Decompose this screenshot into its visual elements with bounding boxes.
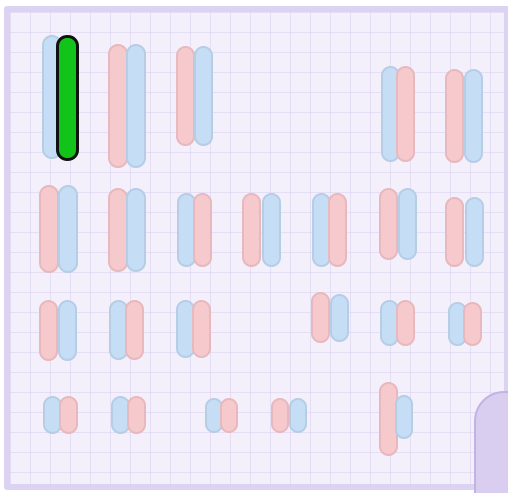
chromosome-10b[interactable] xyxy=(328,193,347,267)
chromosome-12b[interactable] xyxy=(465,197,484,267)
chromosome-11b[interactable] xyxy=(398,188,417,260)
chromosome-20b[interactable] xyxy=(127,396,146,434)
chromosome-6a[interactable] xyxy=(39,185,59,273)
chromosome-9a[interactable] xyxy=(242,193,261,267)
chromosome-12a[interactable] xyxy=(445,197,464,267)
chromosome-17b[interactable] xyxy=(396,300,415,346)
chromosome-7b[interactable] xyxy=(126,188,146,272)
scientist-icon xyxy=(474,391,508,493)
chromosome-16a[interactable] xyxy=(311,292,330,343)
chromosome-2a[interactable] xyxy=(108,44,128,168)
chromosome-3a[interactable] xyxy=(176,46,195,146)
chromosome-6b[interactable] xyxy=(58,185,78,273)
chromosome-2b[interactable] xyxy=(126,44,146,168)
chromosome-y[interactable] xyxy=(395,395,413,439)
chromosome-5b[interactable] xyxy=(464,69,483,163)
chromosome-22a[interactable] xyxy=(271,398,289,433)
chromosome-21b[interactable] xyxy=(220,398,238,433)
chromosome-16b[interactable] xyxy=(330,294,349,342)
chromosome-5a[interactable] xyxy=(445,69,464,163)
chromosome-7a[interactable] xyxy=(108,188,128,272)
chromosome-4b[interactable] xyxy=(396,66,415,162)
chromosome-11a[interactable] xyxy=(379,188,398,260)
chromosome-15b[interactable] xyxy=(192,300,211,358)
chromosome-1b-selected[interactable] xyxy=(56,35,79,161)
chromosome-8b[interactable] xyxy=(193,193,212,267)
chromosome-22b[interactable] xyxy=(289,398,307,433)
chromosome-14b[interactable] xyxy=(125,300,144,360)
chromosome-19b[interactable] xyxy=(59,396,78,434)
chromosome-13b[interactable] xyxy=(58,300,77,361)
chromosome-13a[interactable] xyxy=(39,300,58,361)
chromosome-18b[interactable] xyxy=(463,302,482,346)
chromosome-9b[interactable] xyxy=(262,193,281,267)
chromosome-3b[interactable] xyxy=(194,46,213,146)
